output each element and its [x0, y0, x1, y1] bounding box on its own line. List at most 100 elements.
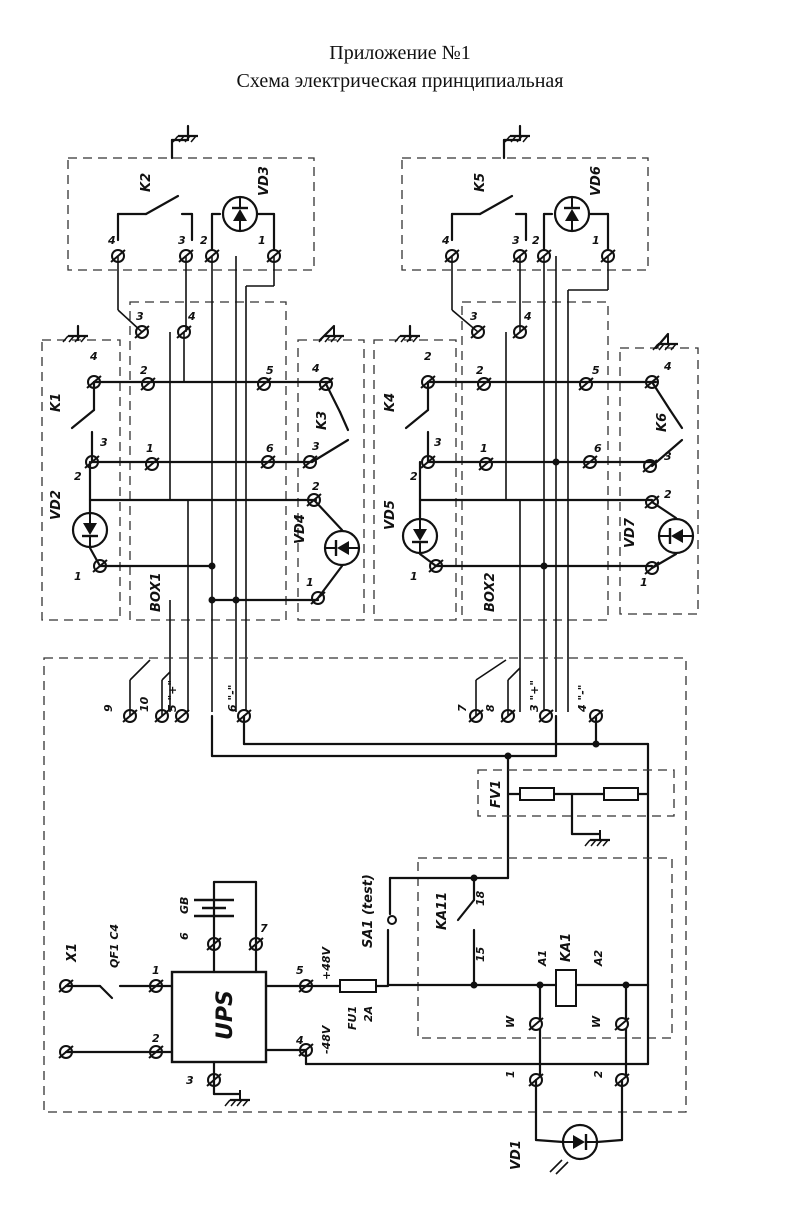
led-icon-vd1 [561, 1123, 599, 1161]
terminal-label: 5 [266, 364, 274, 377]
terminal-icon [140, 377, 156, 391]
terminal-icon [144, 457, 160, 471]
terminal-label: 8 [484, 704, 497, 712]
ups-block [170, 970, 268, 1064]
terminal-label: W [504, 1015, 517, 1028]
terminal-label: 3 [470, 310, 478, 323]
relay-label-k5: K5 [473, 173, 488, 192]
led-icon-vd4 [323, 529, 361, 567]
connector-label: X1 [65, 943, 80, 963]
terminal-label: 5 [296, 964, 304, 977]
terminal-label: 1 [306, 576, 314, 589]
terminal-label: 2 [74, 470, 82, 483]
fuse-label: FU1 [346, 1006, 359, 1030]
terminal-label: 6 [178, 932, 191, 940]
terminal-label: 5 "+" [166, 680, 179, 712]
terminal-label: 4 [311, 362, 320, 375]
terminal-label: 18 [474, 890, 487, 906]
terminal-label: 3 [312, 440, 320, 453]
terminal-label: 2 [200, 234, 208, 247]
terminal-label: 2 [312, 480, 320, 493]
terminal-icon [478, 457, 494, 471]
terminal-label: 6 "-" [226, 684, 239, 712]
terminal-label: 6 [594, 442, 602, 455]
enclosure-k2-vd3: K2 VD3 4 3 2 1 [67, 124, 315, 271]
led-label-vd3: VD3 [257, 166, 272, 196]
terminal-label: 3 [186, 1074, 194, 1087]
terminal-label: 1 [504, 1070, 517, 1078]
terminal-icon [614, 1017, 630, 1031]
terminal-label: 3 [512, 234, 520, 247]
ground-icon [583, 828, 612, 848]
terminal-label: 2 [592, 1070, 605, 1078]
terminal-label: 4 [295, 1034, 304, 1047]
terminal-label: 9 [102, 704, 115, 712]
appendix-title: Приложение №1 [329, 42, 471, 64]
relay-label-k6: K6 [655, 413, 670, 432]
terminal-label: A2 [592, 949, 605, 967]
relay-label-k1: K1 [49, 393, 64, 412]
terminal-label: 2 [664, 488, 672, 501]
terminal-label: 4 [187, 310, 196, 323]
terminal-label: 3 [178, 234, 186, 247]
led-icon-vd2 [71, 511, 109, 549]
terminal-label: 1 [592, 234, 600, 247]
terminal-label: 1 [640, 576, 648, 589]
relay-contact-label: KA11 [435, 892, 450, 930]
terminal-label: 10 [138, 696, 151, 712]
led-label-vd5: VD5 [383, 500, 398, 530]
led-label-vd6: VD6 [589, 166, 604, 196]
terminal-label: 1 [258, 234, 266, 247]
terminal-label: 3 [434, 436, 442, 449]
box2-assembly: K4 VD5 2 3 2 1 3 4 2 1 5 6 BOX2 K6 VD7 [373, 256, 699, 712]
terminal-label: 1 [480, 442, 488, 455]
terminal-label: 3 [136, 310, 144, 323]
relay-label-k4: K4 [383, 393, 398, 412]
box1-assembly: K1 4 3 2 1 VD2 3 4 2 1 5 6 BOX1 K3 VD4 [41, 256, 365, 712]
led-label-vd2: VD2 [49, 490, 64, 520]
switch-label: SA1 (test) [361, 874, 376, 948]
terminal-label: 3 [664, 450, 672, 463]
terminal-label: 4 [523, 310, 532, 323]
main-enclosure: 9 10 5 "+" 6 "-" 7 8 3 "+" 4 "-" FV1 [43, 657, 687, 1113]
plus-voltage-label: +48V [320, 945, 333, 980]
terminal-label: 3 "+" [528, 680, 541, 712]
battery-label: GB [178, 897, 191, 914]
vd1-indicator: VD1 [509, 1078, 624, 1175]
led-icon-vd6 [553, 195, 591, 233]
terminal-icon [256, 377, 272, 391]
led-label-vd7: VD7 [623, 517, 638, 548]
terminal-label: 3 [100, 436, 108, 449]
fuse-rating-label: 2A [362, 1006, 375, 1022]
terminal-label: 7 [456, 704, 469, 712]
relay-label-k2: K2 [139, 173, 154, 192]
terminal-icon [476, 377, 492, 391]
terminal-label: 2 [410, 470, 418, 483]
box-label-box1: BOX1 [149, 572, 164, 612]
terminal-label: 1 [146, 442, 154, 455]
terminal-icon [528, 1017, 544, 1031]
terminal-label: 2 [152, 1032, 160, 1045]
led-icon-vd5 [401, 517, 439, 555]
breaker-label: QF1 C4 [108, 924, 121, 968]
terminal-label: 5 [592, 364, 600, 377]
terminal-label: 15 [474, 946, 487, 962]
terminal-label: 2 [476, 364, 484, 377]
led-icon-vd3 [221, 195, 259, 233]
terminal-label: 7 [260, 922, 268, 935]
terminal-label: 2 [424, 350, 432, 363]
led-label-vd1: VD1 [509, 1140, 524, 1170]
surge-protector-label: FV1 [489, 780, 504, 808]
enclosure-k5-vd6: K5 VD6 4 3 2 1 [401, 124, 649, 271]
led-icon-vd7 [657, 517, 695, 555]
schematic-title: Схема электрическая принципиальная [236, 70, 564, 92]
terminal-label: 6 [266, 442, 274, 455]
minus-voltage-label: -48V [320, 1024, 333, 1054]
terminal-label: W [590, 1015, 603, 1028]
led-label-vd4: VD4 [293, 514, 308, 544]
terminal-icon [578, 377, 594, 391]
terminal-label: 1 [152, 964, 160, 977]
terminal-icon [538, 709, 554, 723]
box-label-box2: BOX2 [483, 572, 498, 612]
